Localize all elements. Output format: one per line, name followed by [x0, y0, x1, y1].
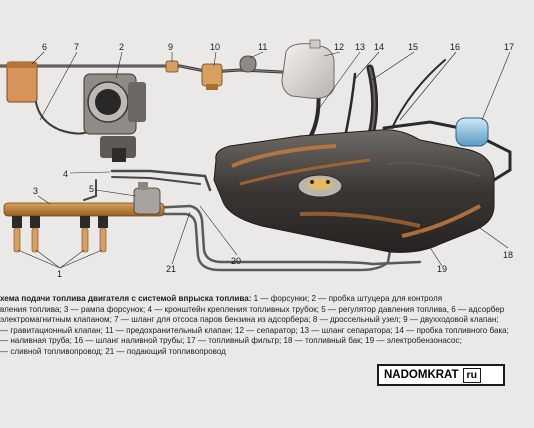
label-14: 14	[374, 42, 384, 52]
label-21: 21	[166, 264, 176, 274]
separator	[281, 39, 335, 99]
caption-line-5: — наливная труба; 16 — шланг наливной тр…	[0, 336, 534, 347]
label-9: 9	[168, 42, 173, 52]
return-line-loop	[148, 204, 422, 266]
watermark-tld: ru	[462, 367, 482, 383]
fuel-rail	[3, 182, 165, 217]
label-6: 6	[42, 42, 47, 52]
fuel-pump	[297, 174, 343, 198]
label-5: 5	[89, 184, 94, 194]
caption-text-1: 1 — форсунки; 2 — пробка штуцера для кон…	[251, 294, 443, 303]
line-filter-out	[484, 138, 512, 182]
label-18: 18	[503, 250, 513, 260]
label-10: 10	[210, 42, 220, 52]
caption-line-3: электромагнитным клапаном; 7 — шланг для…	[0, 315, 534, 326]
fuel-lines	[0, 59, 512, 272]
label-12: 12	[334, 42, 344, 52]
label-17: 17	[504, 42, 514, 52]
fuel-tank	[213, 129, 495, 253]
leader-lines	[17, 51, 511, 269]
label-4: 4	[63, 169, 68, 179]
adsorber	[6, 61, 38, 103]
label-13: 13	[355, 42, 365, 52]
label-2: 2	[119, 42, 124, 52]
label-11: 11	[258, 42, 267, 52]
caption-line-4: — гравитационный клапан; 11 — предохрани…	[0, 326, 534, 337]
caption-line-6: — сливной топливопровод; 21 — подающий т…	[0, 347, 534, 358]
caption-line-2: вления топлива; 3 — рампа форсунок; 4 — …	[0, 305, 534, 316]
caption-text-6: — сливной топливопровод; 21 — подающий т…	[0, 346, 226, 356]
line-to-filter	[382, 120, 462, 130]
caption-text-3: электромагнитным клапаном; 7 — шланг для…	[0, 315, 499, 325]
fuel-filter	[455, 117, 489, 147]
throttle-body	[83, 73, 146, 162]
label-16: 16	[450, 42, 460, 52]
label-19: 19	[437, 264, 447, 274]
caption-title: хема подачи топлива двигателя с системой…	[0, 294, 252, 303]
injector-2	[30, 216, 40, 253]
injector-1	[12, 216, 22, 253]
injector-3	[80, 216, 90, 253]
caption-line-1: хема подачи топлива двигателя с системой…	[0, 294, 534, 305]
return-line-top	[110, 169, 212, 192]
gravity-valve	[201, 63, 223, 90]
label-7: 7	[74, 42, 79, 52]
injector-4	[98, 216, 108, 253]
line-16	[391, 59, 446, 129]
watermark-name: NADOMKRAT	[384, 369, 459, 381]
label-3: 3	[33, 186, 38, 196]
caption-text-2: вления топлива; 3 — рампа форсунок; 4 — …	[0, 304, 505, 314]
caption-text-4: — гравитационный клапан; 11 — предохрани…	[0, 325, 509, 335]
label-15: 15	[408, 42, 418, 52]
caption-text-5: — наливная труба; 16 — шланг наливной тр…	[0, 336, 462, 346]
line-top-vapour	[0, 64, 284, 74]
part-number-labels: 1 2 3 4 5 6 7 8 9 10 11 12 13 14 15 16 1…	[33, 42, 514, 279]
watermark-logo: NADOMKRAT ru	[377, 364, 505, 386]
diagram-caption: хема подачи топлива двигателя с системой…	[0, 294, 534, 358]
safety-valve	[239, 55, 257, 73]
feed-line-top	[111, 176, 201, 185]
injectors	[12, 216, 108, 253]
label-1: 1	[57, 269, 62, 279]
label-20: 20	[231, 256, 241, 266]
two-way-valve	[165, 60, 179, 73]
line-rail-feed	[83, 179, 97, 201]
feed-line-loop	[148, 212, 394, 272]
